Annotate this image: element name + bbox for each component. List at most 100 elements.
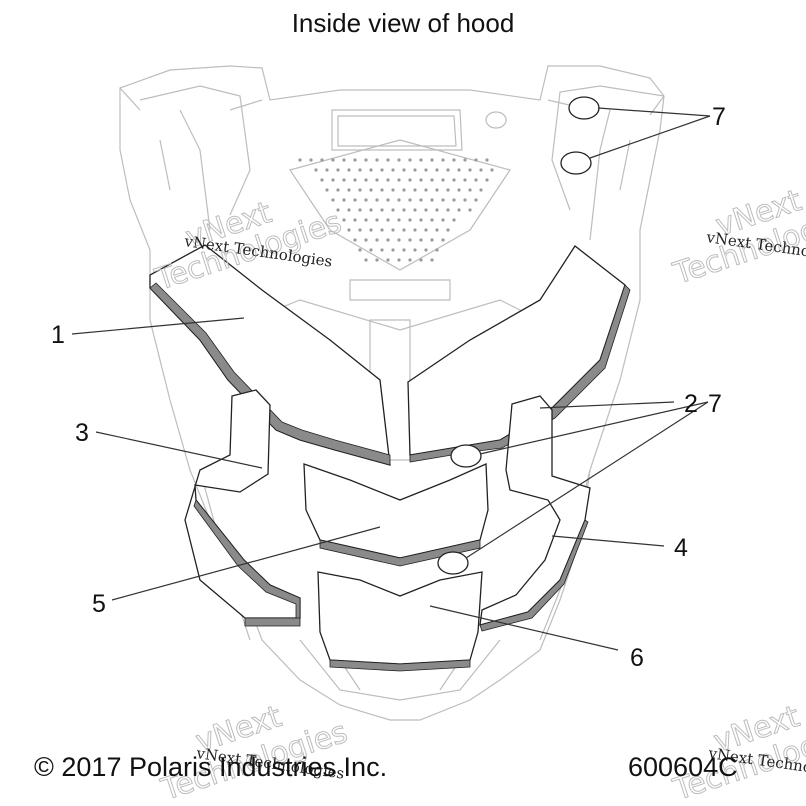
vent-hole: [369, 208, 373, 212]
vent-hole: [397, 198, 401, 202]
vent-hole: [430, 198, 434, 202]
vent-hole: [474, 158, 478, 162]
vent-hole: [446, 188, 450, 192]
vent-hole: [424, 208, 428, 212]
dot-7-top-b: [560, 151, 592, 175]
vent-hole: [441, 158, 445, 162]
vent-hole: [342, 198, 346, 202]
vent-hole: [364, 258, 368, 262]
vent-hole: [325, 168, 329, 172]
vent-hole: [485, 158, 489, 162]
vent-hole: [391, 228, 395, 232]
callout-2: 2: [684, 390, 698, 418]
dot-7-mid-b: [437, 551, 469, 575]
vent-hole: [353, 158, 357, 162]
vent-hole: [435, 228, 439, 232]
diagram-title: Inside view of hood: [291, 8, 515, 38]
vent-hole: [364, 178, 368, 182]
vent-hole: [397, 158, 401, 162]
vent-hole: [386, 178, 390, 182]
vent-hole: [430, 158, 434, 162]
vent-hole: [386, 198, 390, 202]
vent-hole: [369, 168, 373, 172]
vent-hole: [408, 258, 412, 262]
dot-7-mid-a: [450, 444, 482, 468]
pad-6: [317, 571, 483, 672]
vent-hole: [435, 168, 439, 172]
vent-hole: [446, 208, 450, 212]
vent-hole: [325, 188, 329, 192]
vent-hole: [386, 158, 390, 162]
vent-hole: [369, 248, 373, 252]
watermark-right: vNext Technologies vNext Technologies: [668, 183, 806, 293]
vent-hole: [347, 188, 351, 192]
vent-hole: [320, 158, 324, 162]
vent-hole: [408, 158, 412, 162]
vent-hole: [347, 208, 351, 212]
vent-hole: [479, 168, 483, 172]
vent-hole: [397, 178, 401, 182]
vent-hole: [375, 178, 379, 182]
vent-hole: [435, 188, 439, 192]
vent-hole: [402, 228, 406, 232]
vent-hole: [336, 168, 340, 172]
vent-hole: [463, 198, 467, 202]
vent-hole: [452, 158, 456, 162]
vent-hole: [380, 228, 384, 232]
vent-hole: [430, 218, 434, 222]
callout-5: 5: [92, 590, 106, 618]
vent-hole: [375, 158, 379, 162]
callout-1: 1: [51, 321, 65, 349]
vent-hole: [441, 178, 445, 182]
vent-hole: [397, 258, 401, 262]
reference-number: 600604C: [628, 752, 738, 782]
vent-hole: [419, 218, 423, 222]
vent-hole: [369, 228, 373, 232]
pad-4: [479, 395, 591, 632]
vent-hole: [342, 218, 346, 222]
vent-hole: [424, 228, 428, 232]
vent-hole: [391, 248, 395, 252]
dot-7-top-a: [568, 96, 600, 120]
vent-hole: [485, 178, 489, 182]
vent-hole: [298, 158, 302, 162]
vent-hole: [446, 228, 450, 232]
vent-hole: [369, 188, 373, 192]
vent-hole: [441, 238, 445, 242]
vent-grid: [298, 158, 494, 262]
callout-3: 3: [75, 419, 89, 447]
vent-hole: [375, 218, 379, 222]
vent-hole: [380, 168, 384, 172]
vent-hole: [375, 198, 379, 202]
vent-hole: [331, 158, 335, 162]
vent-hole: [353, 198, 357, 202]
vent-hole: [413, 188, 417, 192]
vent-hole: [468, 188, 472, 192]
vent-hole: [320, 178, 324, 182]
vent-hole: [457, 168, 461, 172]
vent-hole: [364, 218, 368, 222]
vent-hole: [402, 248, 406, 252]
vent-hole: [430, 178, 434, 182]
vent-hole: [452, 198, 456, 202]
pad-3: [184, 389, 301, 627]
vent-hole: [386, 218, 390, 222]
vent-hole: [457, 208, 461, 212]
vent-hole: [457, 188, 461, 192]
vent-hole: [435, 248, 439, 252]
vent-hole: [342, 178, 346, 182]
vent-hole: [336, 208, 340, 212]
vent-hole: [468, 168, 472, 172]
vent-hole: [375, 258, 379, 262]
vent-hole: [413, 248, 417, 252]
vent-hole: [435, 208, 439, 212]
vent-hole: [353, 238, 357, 242]
vent-hole: [424, 188, 428, 192]
vent-hole: [446, 168, 450, 172]
vent-hole: [408, 178, 412, 182]
vent-hole: [386, 238, 390, 242]
vent-hole: [309, 158, 313, 162]
vent-hole: [358, 248, 362, 252]
vent-hole: [441, 198, 445, 202]
